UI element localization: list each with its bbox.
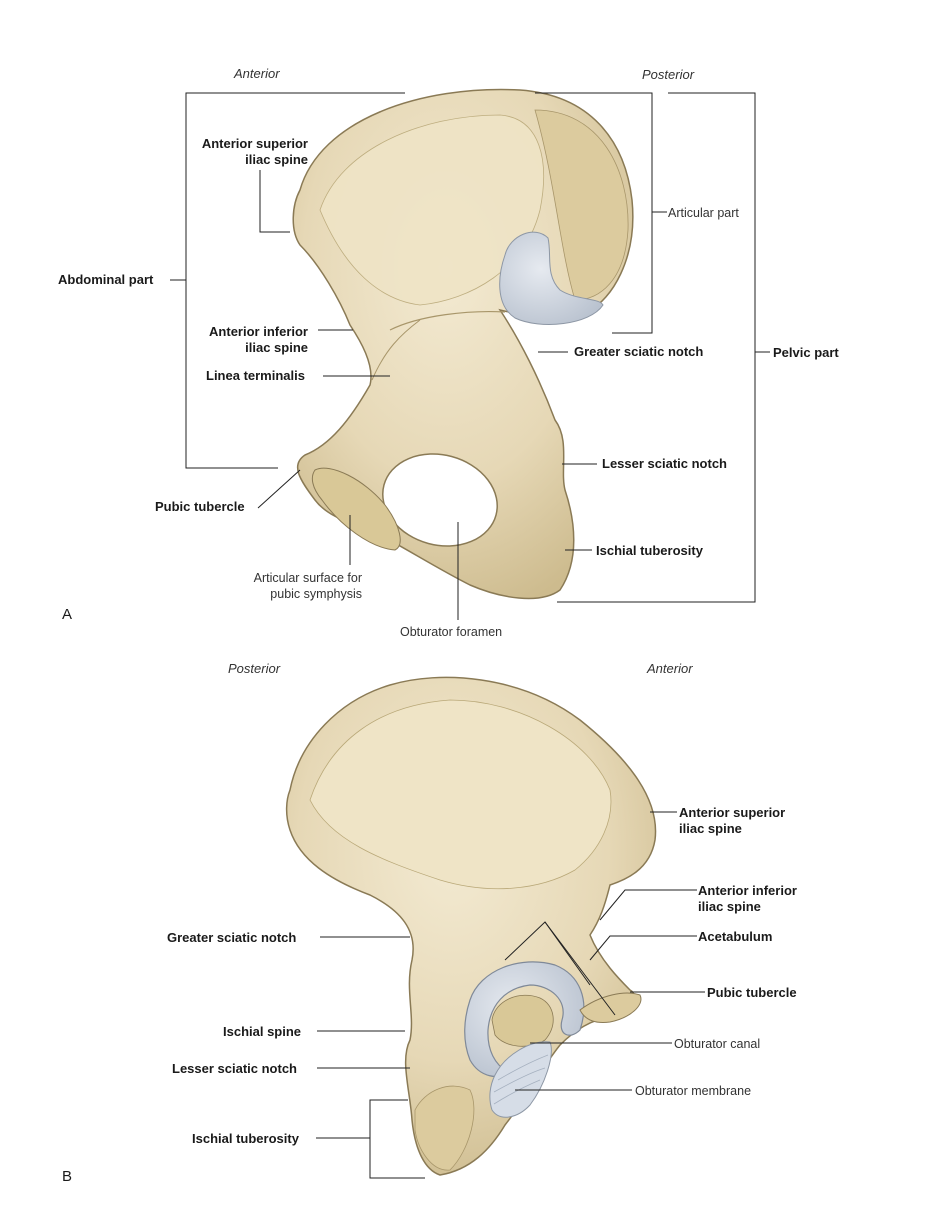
b-label-asis: Anterior superior iliac spine — [679, 805, 785, 837]
b-label-acetabulum: Acetabulum — [698, 929, 773, 944]
a-label-aiis: Anterior inferior iliac spine — [170, 324, 308, 356]
a-label-articular-surface: Articular surface for pubic symphysis — [212, 570, 362, 602]
b-label-aiis-line2: iliac spine — [698, 899, 761, 914]
a-label-ischial-tuberosity: Ischial tuberosity — [596, 543, 703, 558]
a-label-obturator-foramen: Obturator foramen — [400, 625, 503, 639]
b-label-aiis: Anterior inferior iliac spine — [698, 883, 797, 915]
a-label-greater-sciatic-notch: Greater sciatic notch — [574, 344, 704, 359]
b-label-aiis-line1: Anterior inferior — [698, 883, 797, 898]
panel-b-leader-lines — [316, 811, 705, 1179]
a-label-asis: Anterior superior iliac spine — [170, 136, 308, 168]
panel-a-orientation-anterior: Anterior — [234, 66, 280, 81]
a-label-pelvic-part: Pelvic part — [773, 345, 839, 360]
b-label-greater-sciatic-notch: Greater sciatic notch — [167, 930, 297, 945]
a-label-asis-line2: iliac spine — [245, 152, 308, 167]
a-label-lesser-sciatic-notch: Lesser sciatic notch — [602, 456, 727, 471]
a-label-abdominal-part: Abdominal part — [58, 272, 154, 287]
hip-bone-medial-view — [285, 676, 657, 1176]
b-label-lesser-sciatic-notch: Lesser sciatic notch — [172, 1061, 297, 1076]
panel-b-orientation-anterior: Anterior — [647, 661, 693, 676]
a-label-aiis-line1: Anterior inferior — [209, 324, 308, 339]
b-label-asis-line2: iliac spine — [679, 821, 742, 836]
panel-a-orientation-posterior: Posterior — [642, 67, 695, 82]
b-label-ischial-spine: Ischial spine — [223, 1024, 302, 1039]
a-label-articular-part: Articular part — [668, 206, 739, 220]
panel-b-letter: B — [62, 1168, 73, 1185]
a-label-asis-line1: Anterior superior — [201, 136, 308, 151]
panel-a-leader-lines — [170, 92, 770, 620]
a-label-aiis-line2: iliac spine — [245, 340, 308, 355]
b-label-asis-line1: Anterior superior — [679, 805, 786, 820]
b-label-obturator-canal: Obturator canal — [674, 1037, 761, 1051]
hip-bone-lateral-view — [292, 88, 634, 600]
a-label-articular-surface-line2: pubic symphysis — [270, 587, 362, 601]
b-label-pubic-tubercle: Pubic tubercle — [707, 985, 797, 1000]
panel-b-orientation-posterior: Posterior — [228, 661, 281, 676]
b-label-obturator-membrane: Obturator membrane — [635, 1084, 752, 1098]
a-label-pubic-tubercle: Pubic tubercle — [155, 499, 245, 514]
a-label-articular-surface-line1: Articular surface for — [253, 571, 362, 585]
a-label-linea-terminalis: Linea terminalis — [206, 368, 305, 383]
b-label-ischial-tuberosity: Ischial tuberosity — [192, 1131, 299, 1146]
panel-a-letter: A — [62, 606, 73, 623]
